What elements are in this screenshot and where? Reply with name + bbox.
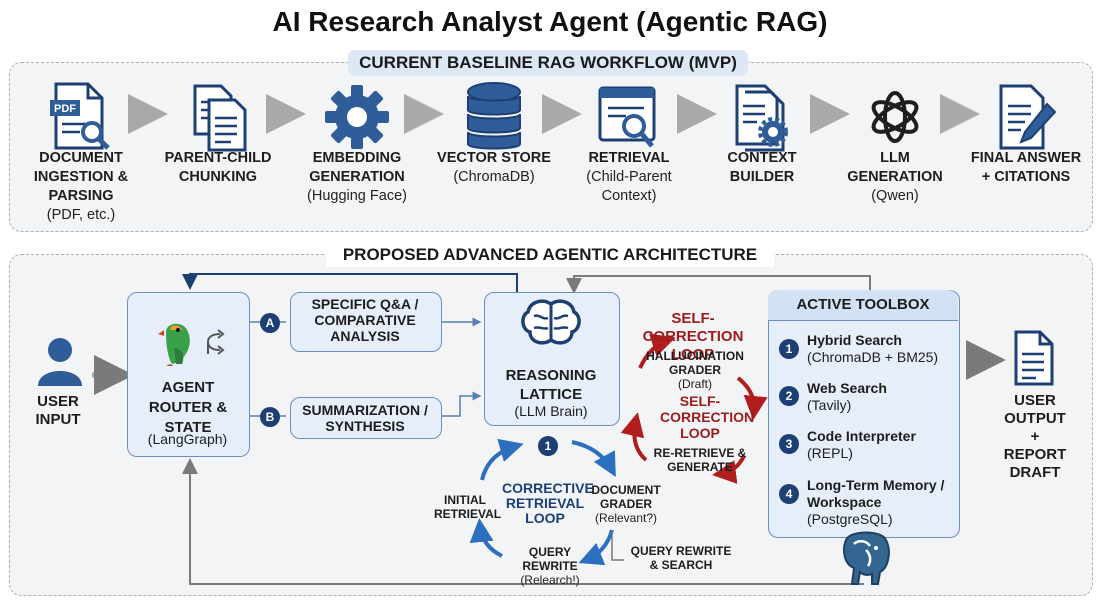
branch-b-label: SUMMARIZATION / SYNTHESIS (302, 402, 428, 434)
query-rewrite-search-label: QUERY REWRITE & SEARCH (630, 544, 732, 572)
tool-4-badge: 4 (779, 484, 799, 504)
toolbox-title: ACTIVE TOOLBOX (768, 290, 958, 321)
report-document-icon (1010, 330, 1058, 391)
corrective-loop-arrow (480, 438, 524, 481)
initial-retrieval-label: INITIAL RETRIEVAL (434, 493, 502, 521)
parrot-icon (156, 318, 200, 371)
pdf-tag: PDF (54, 103, 76, 115)
baseline-header: CURRENT BASELINE RAG WORKFLOW (MVP) (348, 50, 748, 76)
corrective-loop-badge: 1 (538, 436, 558, 456)
agent-router-box (127, 292, 250, 457)
query-rewrite-label: QUERY REWRITE (Relearch!) (520, 545, 580, 587)
branch-a-badge: A (260, 313, 280, 333)
router-title: AGENT ROUTER & STATE (148, 379, 228, 436)
branch-b-box (290, 397, 442, 439)
self-correction-inner: SELF-CORRECTION LOOP (660, 393, 755, 441)
tool-web-search: Web Search(Tavily) (807, 380, 887, 413)
stage-final-answer: FINAL ANSWER + CITATIONS (970, 150, 1082, 185)
self-correction-arrow (638, 333, 676, 369)
corrective-loop-arrow (578, 529, 614, 566)
branch-a-box (290, 292, 442, 352)
document-search-icon: PDF (46, 80, 116, 154)
database-icon (459, 80, 529, 154)
stage-retrieval: RETRIEVAL (Child-Parent Context) (586, 150, 672, 204)
baseline-panel (9, 62, 1093, 232)
tool-1-badge: 1 (779, 339, 799, 359)
document-grader-label: DOCUMENT GRADER (Relevant?) (591, 483, 661, 525)
tool-3-badge: 3 (779, 434, 799, 454)
toolbox-feedback-arrow (566, 275, 871, 294)
tool-2-badge: 2 (779, 386, 799, 406)
user-input-label: USER INPUT (35, 393, 81, 428)
self-correction-arrow (736, 376, 768, 420)
self-correction-arrow (620, 412, 648, 462)
reretrieve-label: RE-RETRIEVE & GENERATE (653, 446, 747, 474)
router-feedback-arrow (182, 273, 518, 293)
document-pen-icon (991, 80, 1061, 154)
user-icon (34, 334, 86, 391)
branch-arrows-icon (204, 328, 226, 361)
reasoning-title: REASONING LATTICE (505, 367, 597, 403)
tool-hybrid-search: Hybrid Search(ChromaDB + BM25) (807, 332, 939, 365)
router-sub: (LangGraph) (147, 431, 228, 447)
openai-knot-icon (860, 80, 930, 154)
hallucination-grader-label: HALLUCINATION GRADER (Draft) (646, 349, 744, 391)
corrective-loop-arrow (571, 440, 616, 478)
advanced-header: PROPOSED ADVANCED AGENTIC ARCHITECTURE (326, 243, 774, 267)
corrective-loop-title: CORRECTIVE RETRIEVAL LOOP (502, 480, 594, 526)
branch-b-badge: B (260, 407, 280, 427)
gear-icon (322, 80, 392, 154)
window-search-icon (594, 80, 664, 154)
b-to-reasoning (441, 391, 482, 417)
stage-context-builder: CONTEXT BUILDER (727, 150, 797, 185)
bottom-return-arrow (182, 458, 864, 585)
postgresql-elephant-icon (836, 530, 896, 591)
rewrite-search-connector (611, 532, 624, 561)
document-gear-icon (727, 80, 797, 154)
stage-document-ingestion: DOCUMENT INGESTION & PARSING (PDF, etc.) (33, 150, 129, 223)
stage-llm-generation: LLM GENERATION (Qwen) (847, 150, 943, 204)
self-correction-title: SELF-CORRECTION LOOP (642, 310, 744, 363)
stage-vector-store: VECTOR STORE (ChromaDB) (437, 150, 551, 185)
tool-long-term-memory: Long-Term Memory / Workspace(PostgreSQL) (807, 477, 945, 527)
active-toolbox (768, 290, 960, 538)
stage-parent-child-chunking: PARENT-CHILD CHUNKING (164, 150, 272, 185)
self-correction-arrow (712, 455, 746, 484)
user-output-label: USER OUTPUT + REPORT DRAFT (1003, 392, 1067, 481)
branch-a-label: SPECIFIC Q&A / COMPARATIVE ANALYSIS (311, 296, 419, 344)
reasoning-sub: (LLM Brain) (514, 403, 588, 419)
tool-code-interpreter: Code Interpreter(REPL) (807, 428, 916, 461)
stage-embedding-generation: EMBEDDING GENERATION (Hugging Face) (307, 150, 407, 204)
brain-icon (520, 298, 582, 355)
corrective-loop-arrow (469, 518, 503, 558)
documents-stack-icon (183, 80, 253, 154)
baseline-arrows (128, 94, 980, 134)
page-title: AI Research Analyst Agent (Agentic RAG) (272, 6, 828, 37)
